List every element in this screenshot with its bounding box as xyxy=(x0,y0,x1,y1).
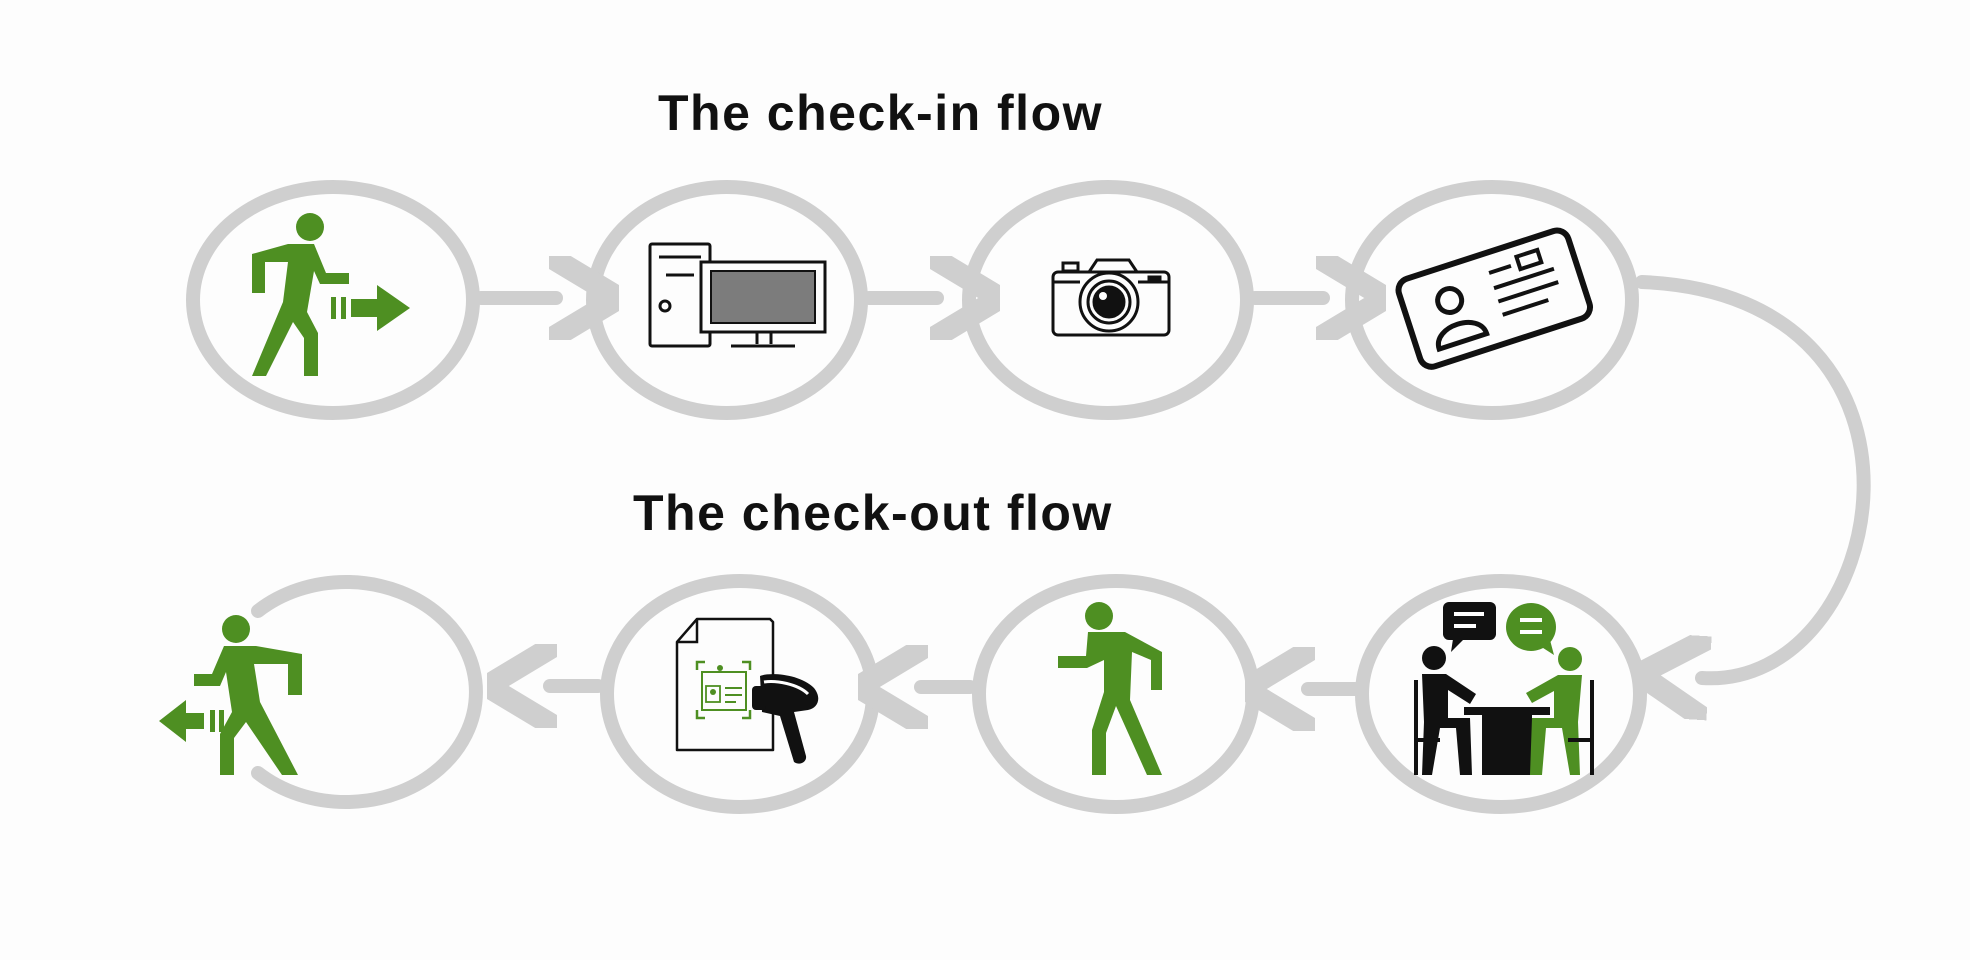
step-ring-exit xyxy=(251,575,483,809)
badge-scanner-icon xyxy=(675,617,819,764)
arrow-badge-to-meeting xyxy=(1635,275,1871,678)
person-walking-out-icon xyxy=(159,615,302,775)
step-ring-arrive xyxy=(186,180,480,420)
camera-icon xyxy=(1051,258,1171,337)
connector-arrows xyxy=(474,275,1871,689)
meeting-icon xyxy=(1414,602,1594,775)
person-walking-in-icon xyxy=(252,213,410,376)
person-walking-icon xyxy=(1058,602,1162,775)
check-in-flow-title: The check-in flow xyxy=(658,85,1104,141)
computer-icon xyxy=(648,242,827,348)
id-card-icon xyxy=(1395,227,1593,370)
check-out-flow-title: The check-out flow xyxy=(633,485,1113,541)
